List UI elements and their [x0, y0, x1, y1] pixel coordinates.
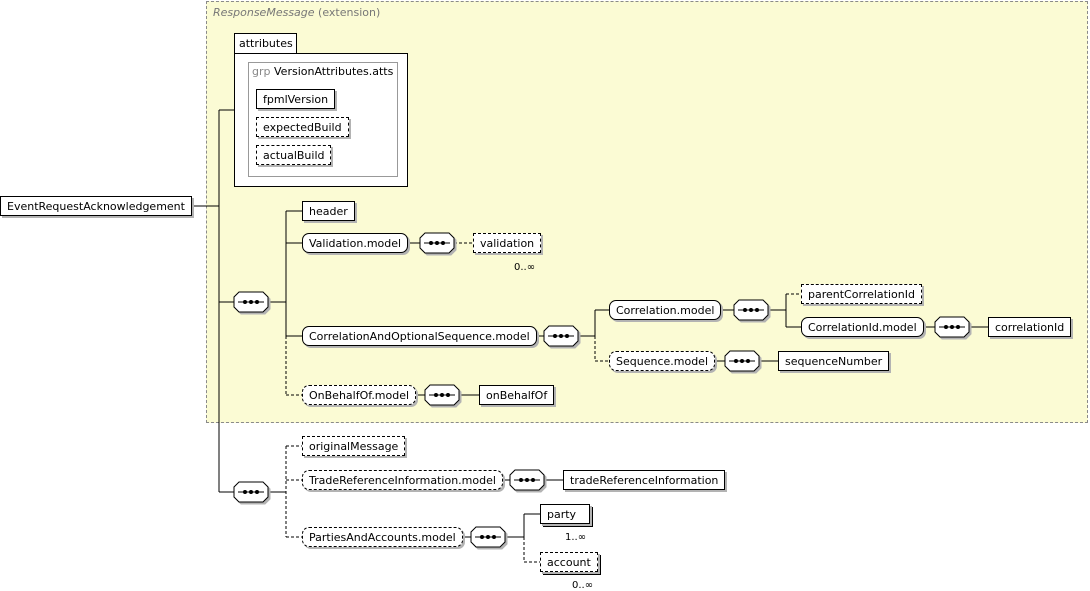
- attribute-expected-build[interactable]: expectedBuild: [256, 117, 349, 137]
- correlation-id-element[interactable]: correlationId: [988, 317, 1072, 337]
- extension-title: ResponseMessage (extension): [213, 6, 380, 19]
- parties-compositor: [470, 526, 506, 548]
- on-behalf-of-compositor: [424, 384, 460, 406]
- party-element[interactable]: party: [540, 504, 593, 527]
- attribute-actual-build[interactable]: actualBuild: [256, 145, 332, 165]
- correlation-seq-model-group[interactable]: CorrelationAndOptionalSequence.model: [302, 326, 537, 346]
- validation-model-group[interactable]: Validation.model: [302, 233, 409, 253]
- sequence-number-element[interactable]: sequenceNumber: [778, 351, 890, 371]
- root-element[interactable]: EventRequestAcknowledgement: [0, 196, 192, 216]
- sequence-model-group[interactable]: Sequence.model: [609, 351, 716, 371]
- group-name: VersionAttributes.atts: [274, 65, 394, 78]
- sequence-compositor-2: [233, 481, 269, 503]
- compositor-symbols: [233, 232, 970, 548]
- sequence-compositor-1: [233, 291, 269, 313]
- validation-cardinality: 0..∞: [514, 262, 536, 273]
- on-behalf-of-model-group[interactable]: OnBehalfOf.model: [302, 385, 417, 405]
- parties-model-group[interactable]: PartiesAndAccounts.model: [302, 527, 463, 547]
- validation-compositor: [419, 232, 455, 254]
- correlation-model-group[interactable]: Correlation.model: [609, 300, 722, 320]
- parent-correlation-id-element[interactable]: parentCorrelationId: [801, 284, 922, 304]
- extension-qualifier: (extension): [318, 6, 381, 19]
- attribute-group-label: grp VersionAttributes.atts: [252, 65, 393, 78]
- group-keyword: grp: [252, 65, 271, 78]
- validation-element[interactable]: validation: [473, 233, 545, 256]
- party-cardinality: 1..∞: [565, 532, 587, 543]
- correlation-id-model-group[interactable]: CorrelationId.model: [801, 317, 924, 337]
- account-cardinality: 0..∞: [572, 580, 594, 591]
- attributes-tab[interactable]: attributes: [234, 33, 297, 54]
- account-element[interactable]: account: [540, 552, 601, 575]
- on-behalf-of-element[interactable]: onBehalfOf: [479, 385, 555, 405]
- extension-base-name: ResponseMessage: [213, 6, 315, 19]
- sequence-model-compositor: [724, 350, 760, 372]
- correlation-seq-compositor: [543, 325, 579, 347]
- header-element[interactable]: header: [302, 201, 355, 221]
- trade-ref-element[interactable]: tradeReferenceInformation: [563, 470, 726, 490]
- trade-ref-compositor: [509, 469, 545, 491]
- trade-ref-model-group[interactable]: TradeReferenceInformation.model: [302, 470, 503, 490]
- correlation-compositor: [733, 299, 769, 321]
- correlation-id-compositor: [934, 316, 970, 338]
- attribute-fpml-version[interactable]: fpmlVersion: [256, 89, 336, 109]
- original-message-element[interactable]: originalMessage: [302, 436, 406, 456]
